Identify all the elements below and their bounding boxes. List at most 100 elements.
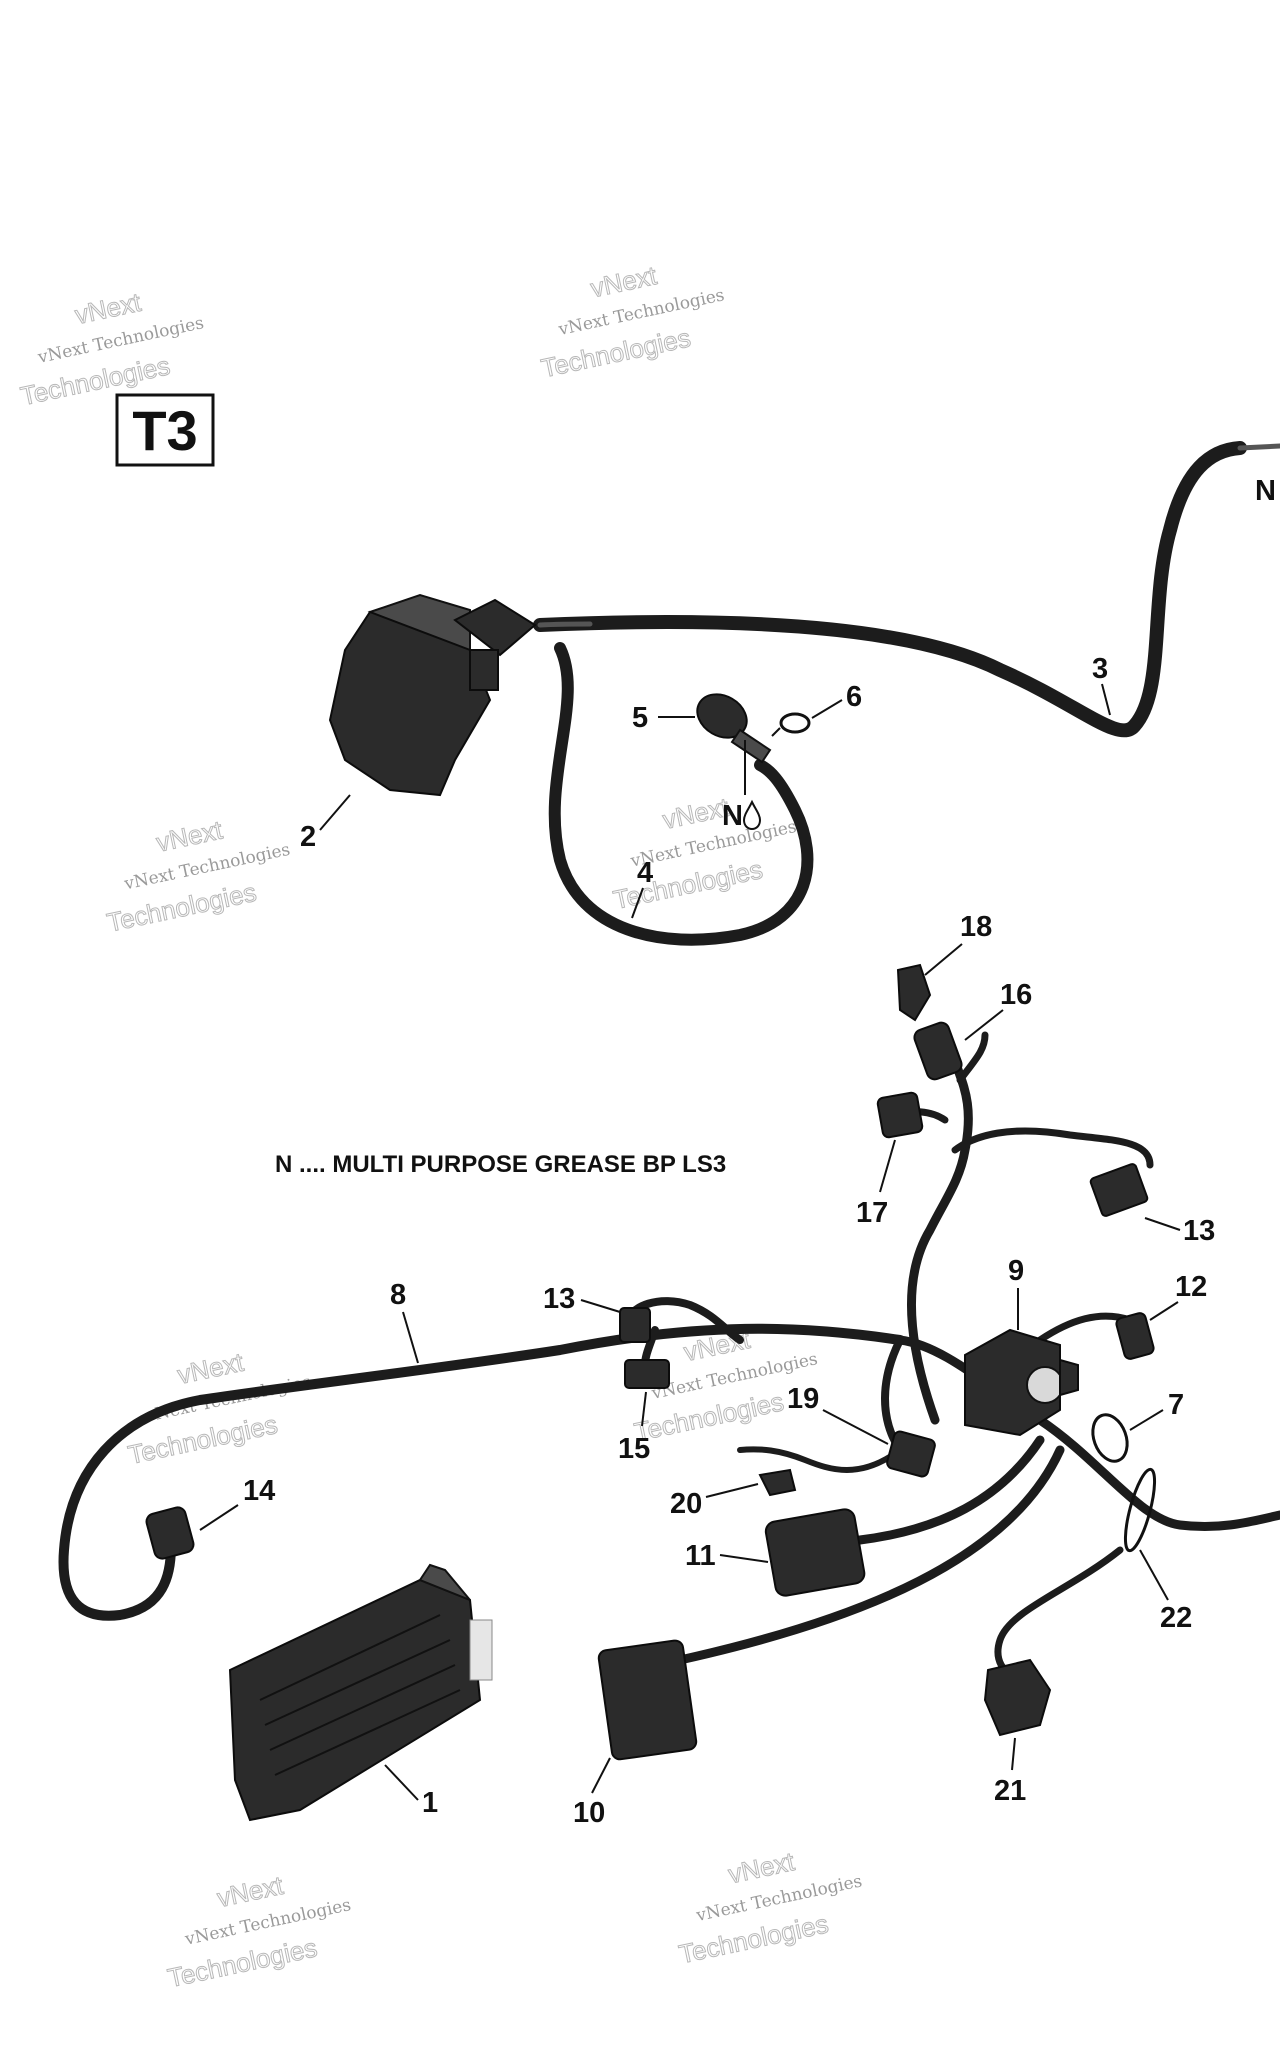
lubricant-mark-5: N: [722, 740, 762, 832]
leader-13-left: [580, 1299, 621, 1313]
cable-3: [533, 441, 1280, 738]
leader-10: [591, 1757, 611, 1794]
callout-9: 9: [1008, 1255, 1024, 1287]
leader-3: [1101, 683, 1111, 716]
connector-12: [1115, 1312, 1155, 1360]
spark-plug-boot: [696, 693, 772, 764]
connector-19: [886, 1430, 936, 1478]
leader-17: [879, 1139, 896, 1193]
leader-15: [641, 1391, 647, 1427]
callout-3: 3: [1092, 653, 1108, 685]
cable-4-path: [548, 642, 814, 946]
watermark: vNext vNext Technologies Technologies: [165, 1869, 353, 1993]
callout-17: 17: [856, 1197, 888, 1229]
callouts: 1 2 3 4 5 6 7 8 9 10 11 12 13 13 14 15 1: [199, 653, 1215, 1829]
ecm-module-fins: [259, 1614, 461, 1776]
callout-19: 19: [787, 1383, 819, 1415]
watermark-text-top: vNext: [175, 1347, 247, 1390]
leader-16: [964, 1009, 1004, 1041]
connector-10: [597, 1639, 698, 1761]
leader-14: [199, 1504, 239, 1531]
lubricant-mark-text: N: [722, 800, 743, 832]
ecm-module-connector: [469, 1619, 493, 1681]
ignition-coil-boot: [453, 598, 537, 657]
callout-15: 15: [618, 1433, 650, 1465]
harness-8-branch-16: [956, 1031, 989, 1084]
clamp-6: [771, 712, 811, 737]
watermark: vNext vNext Technologies Technologies: [104, 814, 292, 938]
connector-13-right: [1089, 1163, 1149, 1217]
leader-8: [402, 1311, 419, 1364]
callout-14: 14: [243, 1475, 275, 1507]
callout-16: 16: [1000, 979, 1032, 1011]
clamp-6-tab: [771, 727, 781, 737]
connector-21: [983, 1658, 1052, 1737]
callout-11: 11: [685, 1540, 716, 1572]
connector-11: [764, 1508, 866, 1597]
ignition-coil-tower: [469, 649, 499, 691]
connector-18: [896, 963, 932, 1022]
harness-8-right-path: [895, 1335, 1280, 1532]
connector-20: [758, 1468, 797, 1497]
harness-8-branch-up: [907, 1055, 973, 1425]
watermark-text-top: vNext: [72, 287, 144, 330]
watermark-text-top: vNext: [726, 1846, 798, 1889]
cable-3-end: [1237, 443, 1280, 451]
leader-4: [631, 887, 644, 919]
watermark-text-top: vNext: [154, 814, 226, 857]
grease-drop-icon: [742, 799, 762, 831]
callout-10: 10: [573, 1797, 605, 1829]
watermark: vNext vNext Technologies Technologies: [538, 259, 726, 383]
callout-18: 18: [960, 911, 992, 943]
connector-16: [913, 1021, 963, 1081]
leader-1: [384, 1764, 419, 1801]
leader-22: [1139, 1549, 1169, 1601]
ignition-coil-body: [328, 610, 492, 797]
ignition-coil: [328, 593, 537, 797]
callout-12: 12: [1175, 1271, 1207, 1303]
callout-4: 4: [637, 857, 653, 889]
connector-9-terminal: [1026, 1366, 1064, 1404]
group-label-text: T3: [132, 399, 197, 462]
callout-6: 6: [846, 681, 862, 713]
connector-14: [145, 1506, 195, 1560]
leader-18: [924, 943, 963, 976]
leader-7: [1129, 1409, 1164, 1431]
spark-plug-boot-neck: [730, 728, 772, 764]
clamp-6-ring: [779, 712, 811, 734]
ecm-module-tab: [418, 1563, 471, 1601]
callout-13-left: 13: [543, 1283, 575, 1315]
callout-13-right: 13: [1183, 1215, 1215, 1247]
watermark: vNext vNext Technologies Technologies: [676, 1846, 864, 1970]
cable-3-path: [533, 441, 1247, 738]
ecm-module: [228, 1563, 493, 1822]
leader-21: [1011, 1737, 1016, 1771]
harness-8: [58, 1031, 1280, 1674]
connector-9: [964, 1328, 1079, 1437]
leader-12: [1149, 1301, 1179, 1321]
connector-9-tab: [1059, 1358, 1079, 1397]
leader-19: [822, 1409, 889, 1445]
lubricant-mark-partial: N: [1255, 475, 1276, 507]
callout-2: 2: [300, 821, 316, 853]
connector-17: [876, 1091, 924, 1139]
callout-21: 21: [994, 1775, 1026, 1807]
lubricant-legend: N .... MULTI PURPOSE GREASE BP LS3: [275, 1151, 726, 1178]
leader-2: [319, 794, 351, 831]
watermark-text-top: vNext: [214, 1870, 286, 1913]
callout-7: 7: [1168, 1389, 1184, 1421]
group-label: T3: [115, 393, 215, 467]
harness-8-branch-21: [994, 1546, 1124, 1674]
cable-3-sleeve: [537, 621, 593, 628]
connector-15: [624, 1359, 670, 1389]
harness-8-branch-20: [737, 1446, 903, 1473]
group-label-box: [115, 393, 215, 467]
harness-8-main-path: [58, 1323, 905, 1621]
leader-11: [719, 1554, 769, 1563]
cable-tie-22: [1123, 1467, 1157, 1553]
cable-4: [548, 642, 814, 946]
watermark: vNext vNext Technologies Technologies: [17, 286, 205, 411]
callout-20: 20: [670, 1488, 702, 1520]
leader-20: [705, 1483, 759, 1498]
